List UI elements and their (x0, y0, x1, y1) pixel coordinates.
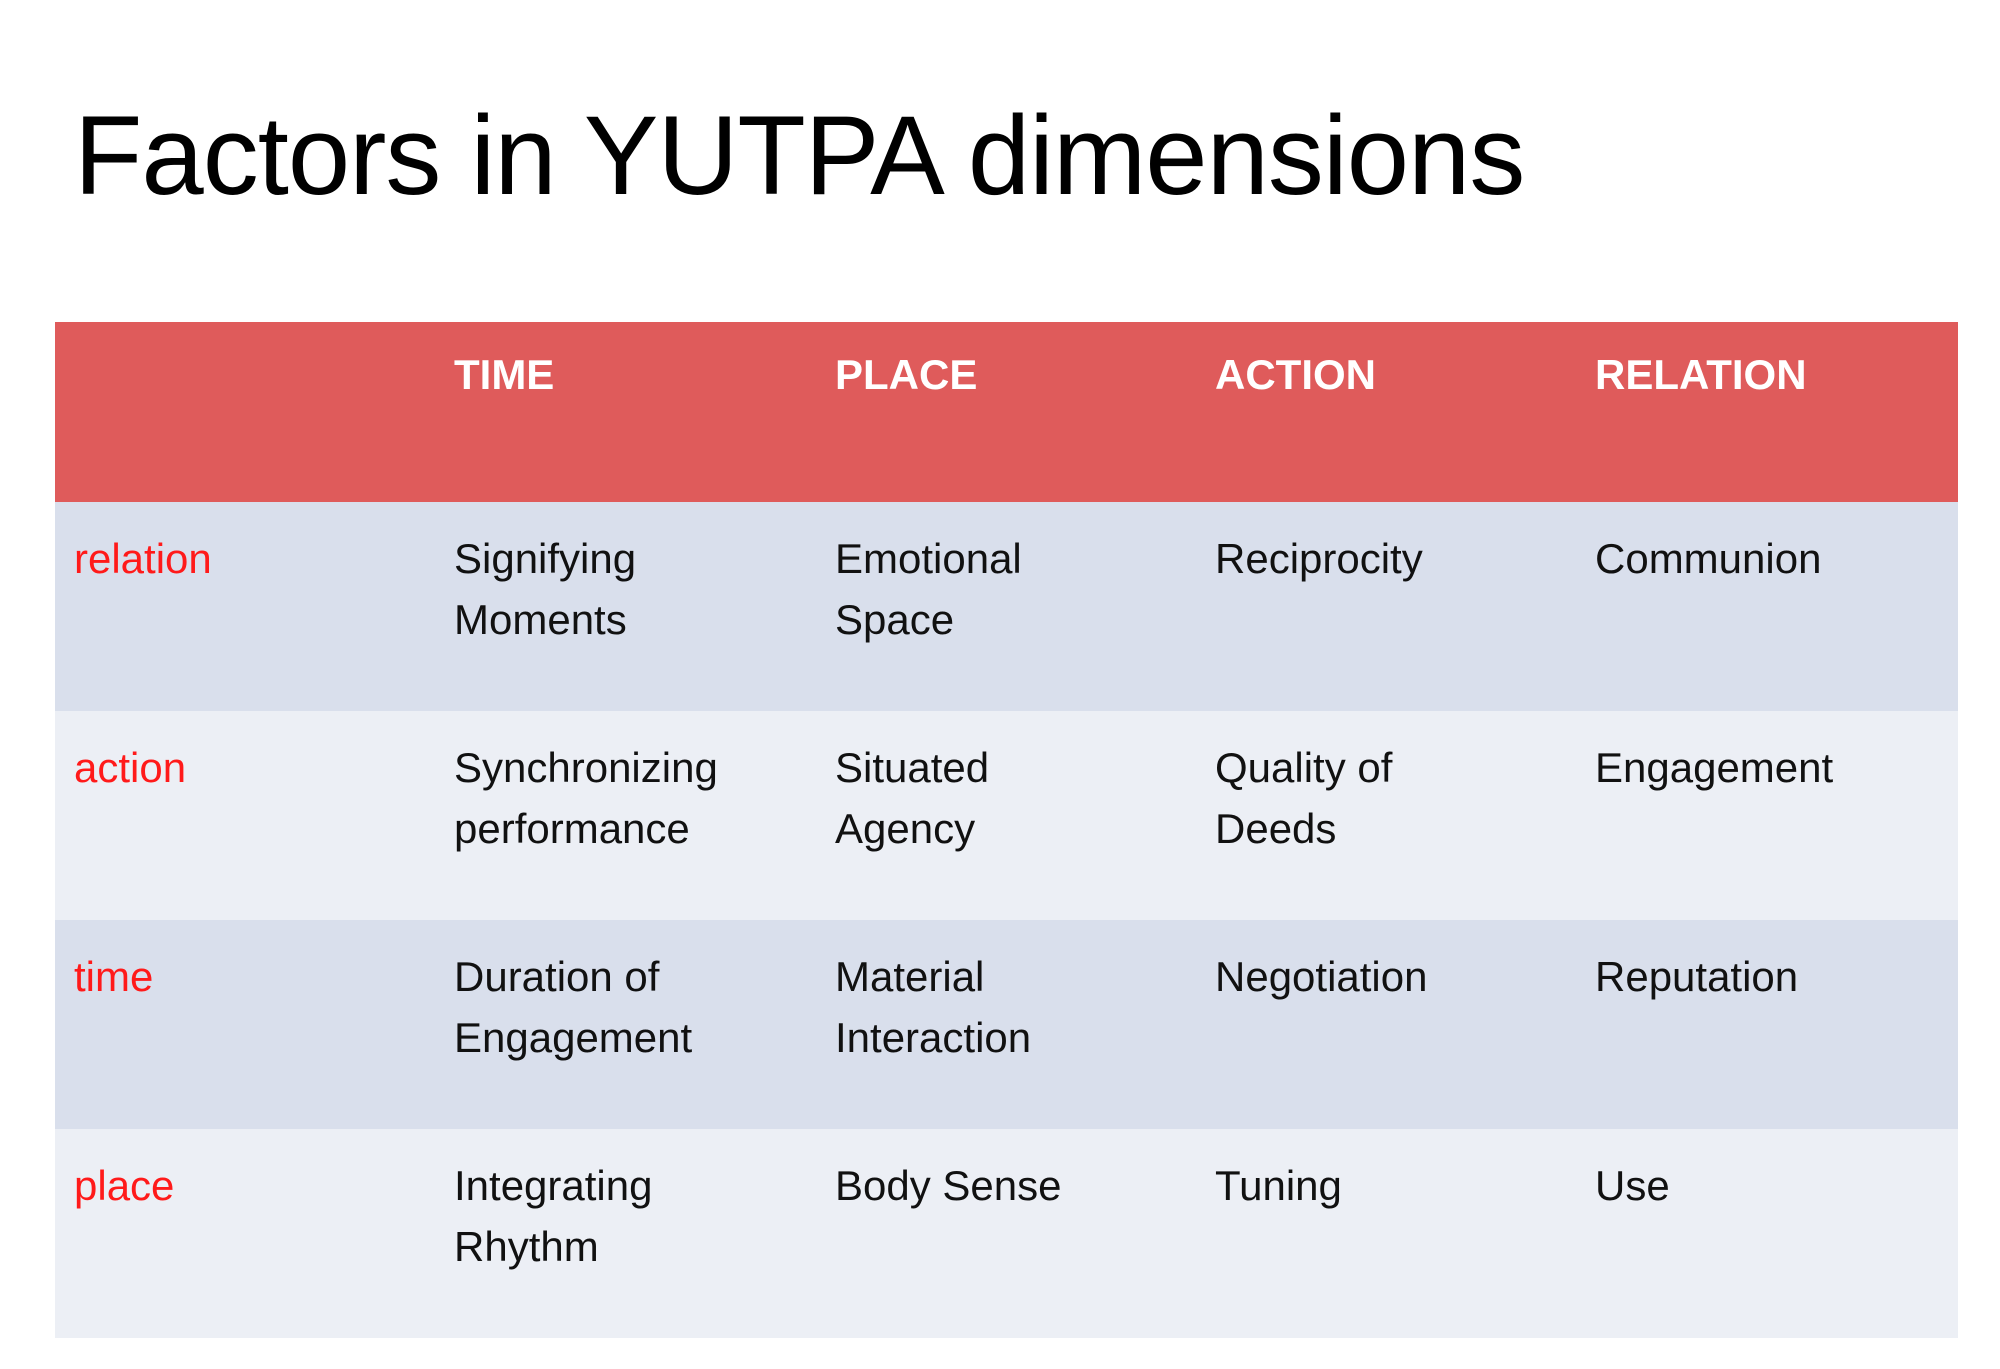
table-cell: Engagement (1595, 744, 1834, 791)
table-cell: Synchronizing performance (454, 744, 718, 852)
table-row: relation Signifying Moments Emotional Sp… (55, 502, 1958, 711)
header-place: PLACE (835, 351, 978, 398)
table-header-row: TIME PLACE ACTION RELATION (55, 322, 1958, 502)
table-cell: Situated Agency (835, 744, 990, 852)
table-cell: Duration of Engagement (454, 953, 693, 1061)
header-relation: RELATION (1595, 351, 1807, 398)
table-cell: Body Sense (835, 1162, 1062, 1209)
slide-title: Factors in YUTPA dimensions (74, 93, 1525, 218)
table-cell: Negotiation (1215, 953, 1428, 1000)
table-cell: Material Interaction (835, 953, 1032, 1061)
row-label: place (74, 1162, 175, 1209)
table-cell: Quality of Deeds (1215, 744, 1393, 852)
table-cell: Reputation (1595, 953, 1799, 1000)
table-row: time Duration of Engagement Material Int… (55, 920, 1958, 1129)
table-cell: Emotional Space (835, 535, 1022, 643)
table-cell: Use (1595, 1162, 1670, 1209)
row-label: action (74, 744, 187, 791)
table-row: action Synchronizing performance Situate… (55, 711, 1958, 920)
table-row: place Integrating Rhythm Body Sense Tuni… (55, 1129, 1958, 1338)
table-cell: Tuning (1215, 1162, 1342, 1209)
table-cell: Signifying Moments (454, 535, 637, 643)
factors-table: TIME PLACE ACTION RELATION relation Sign… (55, 322, 1958, 1338)
table-cell: Communion (1595, 535, 1822, 582)
header-time: TIME (454, 351, 555, 398)
row-label: relation (74, 535, 212, 582)
table-cell: Reciprocity (1215, 535, 1423, 582)
table-cell: Integrating Rhythm (454, 1162, 653, 1270)
header-action: ACTION (1215, 351, 1376, 398)
row-label: time (74, 953, 154, 1000)
